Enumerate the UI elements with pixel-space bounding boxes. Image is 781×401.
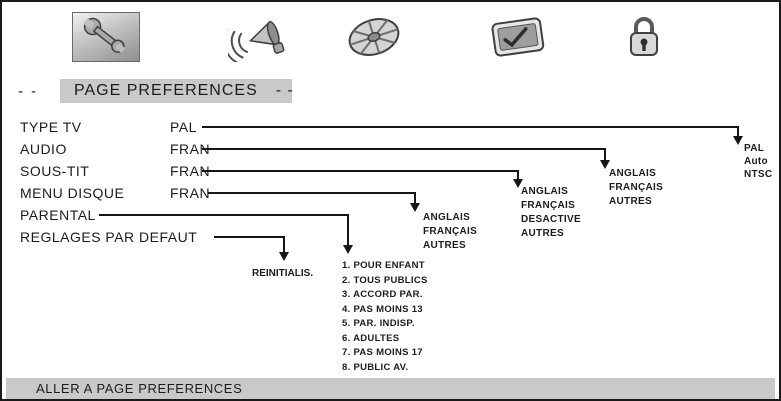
tab-preferences-page[interactable] xyxy=(486,14,550,62)
menu-value-audio[interactable]: FRAN xyxy=(170,141,211,157)
status-text: ALLER A PAGE PREFERENCES xyxy=(36,381,243,396)
arrow-parental-head xyxy=(343,245,353,254)
arrow-reglages-drop xyxy=(283,236,285,252)
option-item[interactable]: 4. PAS MOINS 13 xyxy=(342,303,423,315)
option-item[interactable]: AUTRES xyxy=(423,240,466,251)
menu-disque-options: ANGLAIS FRANÇAIS AUTRES xyxy=(423,211,477,253)
option-item[interactable]: 5. PAR. INDISP. xyxy=(342,318,415,329)
option-item[interactable]: FRANÇAIS xyxy=(423,226,478,237)
film-reel-icon xyxy=(348,18,400,56)
tab-password-setup[interactable] xyxy=(622,13,666,61)
arrow-type-tv-line xyxy=(202,126,739,128)
option-item[interactable]: Auto xyxy=(744,156,768,167)
page-title-bar: PAGE PREFERENCES - - xyxy=(60,79,294,103)
option-item[interactable]: DESACTIVE xyxy=(521,214,581,225)
option-item[interactable]: FRANÇAIS xyxy=(521,200,576,211)
status-bar: ALLER A PAGE PREFERENCES xyxy=(6,378,775,399)
arrow-menu-disque-drop xyxy=(414,192,416,203)
tab-general-setup[interactable] xyxy=(72,12,140,62)
arrow-audio-head xyxy=(600,160,610,169)
type-tv-options: PAL Auto NTSC xyxy=(744,142,772,181)
option-item[interactable]: ANGLAIS xyxy=(521,186,569,197)
arrow-sous-tit-drop xyxy=(517,170,519,179)
speaker-icon xyxy=(228,20,285,62)
option-item[interactable]: AUTRES xyxy=(609,196,652,207)
option-item[interactable]: ANGLAIS xyxy=(609,168,657,179)
option-item[interactable]: ANGLAIS xyxy=(423,212,471,223)
option-item[interactable]: AUTRES xyxy=(521,228,564,239)
arrow-audio-line xyxy=(202,148,606,150)
option-item[interactable]: 1. POUR ENFANT xyxy=(342,260,425,271)
menu-item-reglages-defaut[interactable]: REGLAGES PAR DEFAUT xyxy=(20,229,198,245)
arrow-reglages-head xyxy=(279,252,289,261)
checklist-screen-icon xyxy=(491,17,545,57)
arrow-audio-drop xyxy=(604,148,606,160)
option-item[interactable]: 6. ADULTES xyxy=(342,332,400,344)
reinitialiser-option[interactable]: REINITIALIS. xyxy=(252,268,314,279)
menu-item-sous-tit[interactable]: SOUS-TIT xyxy=(20,163,90,179)
arrow-reglages-line xyxy=(214,236,285,238)
page-title: PAGE PREFERENCES xyxy=(74,82,258,99)
menu-item-type-tv[interactable]: TYPE TV xyxy=(20,119,82,135)
sous-tit-options: ANGLAIS FRANÇAIS DESACTIVE AUTRES xyxy=(521,185,581,241)
arrow-parental-drop xyxy=(347,214,349,245)
arrow-menu-disque-line xyxy=(208,192,416,194)
menu-value-sous-tit[interactable]: FRAN xyxy=(170,163,211,179)
tab-audio-setup[interactable] xyxy=(228,14,290,62)
arrow-type-tv-drop xyxy=(737,126,739,136)
audio-options: ANGLAIS FRANÇAIS AUTRES xyxy=(609,167,663,209)
arrow-sous-tit-line xyxy=(202,170,519,172)
menu-value-menu-disque[interactable]: FRAN xyxy=(170,185,211,201)
tab-video-setup[interactable] xyxy=(340,11,408,63)
option-item[interactable]: PAL xyxy=(744,143,765,154)
parental-options: 1. POUR ENFANT 2. TOUS PUBLICS 3. ACCORD… xyxy=(342,259,428,375)
wrench-icon xyxy=(83,17,126,53)
menu-item-audio[interactable]: AUDIO xyxy=(20,141,67,157)
option-item[interactable]: 7. PAS MOINS 17 xyxy=(342,347,423,358)
menu-item-menu-disque[interactable]: MENU DISQUE xyxy=(20,185,125,201)
menu-value-type-tv[interactable]: PAL xyxy=(170,119,197,135)
option-item[interactable]: 2. TOUS PUBLICS xyxy=(342,274,428,286)
title-suffix-dashes: - - xyxy=(275,82,294,99)
arrow-parental-line xyxy=(99,214,349,216)
arrow-menu-disque-head xyxy=(410,203,420,212)
arrow-type-tv-head xyxy=(733,136,743,145)
option-item[interactable]: NTSC xyxy=(744,169,773,180)
option-item[interactable]: 8. PUBLIC AV. xyxy=(342,361,409,373)
arrow-sous-tit-head xyxy=(513,179,523,188)
title-prefix-dashes: - - xyxy=(18,83,39,100)
option-item[interactable]: 3. ACCORD PAR. xyxy=(342,289,423,300)
lock-icon xyxy=(630,17,658,56)
option-item[interactable]: FRANÇAIS xyxy=(609,182,664,193)
menu-item-parental[interactable]: PARENTAL xyxy=(20,207,96,223)
